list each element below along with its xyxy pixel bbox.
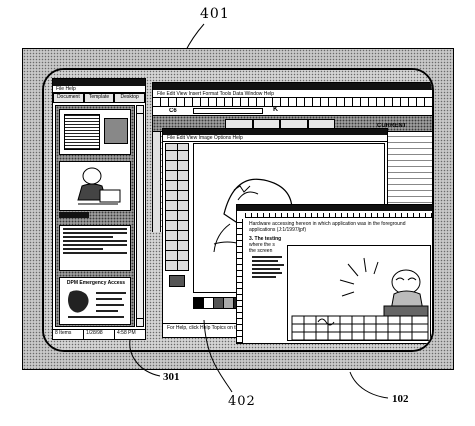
window-title-bar bbox=[153, 83, 432, 90]
menu-bar: File Edit View Insert Format Tools Data … bbox=[153, 90, 432, 98]
row-header bbox=[153, 132, 161, 232]
current-label: CURRENT bbox=[377, 123, 407, 129]
reference-numeral-401: 401 bbox=[200, 6, 230, 22]
doc-line-2: applications (J:1/1997/jpf) bbox=[249, 227, 306, 233]
formula-bar: C6 K bbox=[153, 107, 432, 116]
ruler bbox=[245, 213, 432, 218]
doc-line-4: where the s bbox=[249, 242, 275, 248]
cell-reference[interactable]: C6 bbox=[169, 108, 177, 114]
poster-title: DPM Emergency Access bbox=[66, 280, 126, 286]
document-text: Hardware accessing hereon in which appli… bbox=[249, 221, 429, 280]
thumbnail-caption bbox=[59, 212, 89, 218]
menu-bar: File Help bbox=[53, 86, 145, 93]
tab-document[interactable]: Document bbox=[53, 93, 84, 103]
status-date: 1/28/98 bbox=[84, 330, 115, 339]
thumbnail-text-page[interactable] bbox=[59, 225, 131, 271]
tool-palette bbox=[165, 143, 189, 271]
doc-line-1: Hardware accessing hereon in which appli… bbox=[249, 221, 406, 227]
status-item-count: 8 Items bbox=[53, 330, 84, 339]
document-window: Hardware accessing hereon in which appli… bbox=[236, 204, 432, 344]
reference-numeral-102: 102 bbox=[392, 393, 409, 405]
vertical-ruler bbox=[237, 219, 243, 343]
thumbnail-cartoon[interactable] bbox=[59, 161, 131, 211]
window-title-bar bbox=[53, 79, 145, 86]
thumbnail-spreadsheet[interactable] bbox=[59, 109, 131, 155]
selected-tool-icon[interactable] bbox=[169, 275, 185, 287]
reference-numeral-301: 301 bbox=[163, 371, 180, 383]
status-time: 4:58 PM bbox=[117, 330, 136, 336]
tab-strip: Document Template Desktop bbox=[53, 93, 146, 103]
menu-bar: File Edit View Image Options Help bbox=[163, 135, 387, 142]
thumbnail-poster[interactable]: DPM Emergency Access bbox=[59, 277, 131, 325]
reference-numeral-402: 402 bbox=[228, 394, 256, 409]
document-browser-window: File Help Document Template Desktop bbox=[52, 78, 146, 340]
embedded-cartoon-image[interactable] bbox=[287, 245, 431, 341]
window-title-bar bbox=[237, 205, 432, 211]
toolbar bbox=[153, 98, 432, 107]
doc-line-3: 3. The testing bbox=[249, 236, 282, 242]
tab-template[interactable]: Template bbox=[83, 93, 115, 103]
thumbnail-scrollbar[interactable] bbox=[136, 105, 144, 327]
tab-desktop[interactable]: Desktop bbox=[114, 93, 146, 103]
display-screen: File Help Document Template Desktop bbox=[42, 68, 434, 352]
window-title-bar bbox=[163, 129, 387, 135]
doc-line-5: the screen bbox=[249, 248, 273, 254]
status-bar: 8 Items 1/28/98 4:58 PM bbox=[53, 329, 145, 339]
